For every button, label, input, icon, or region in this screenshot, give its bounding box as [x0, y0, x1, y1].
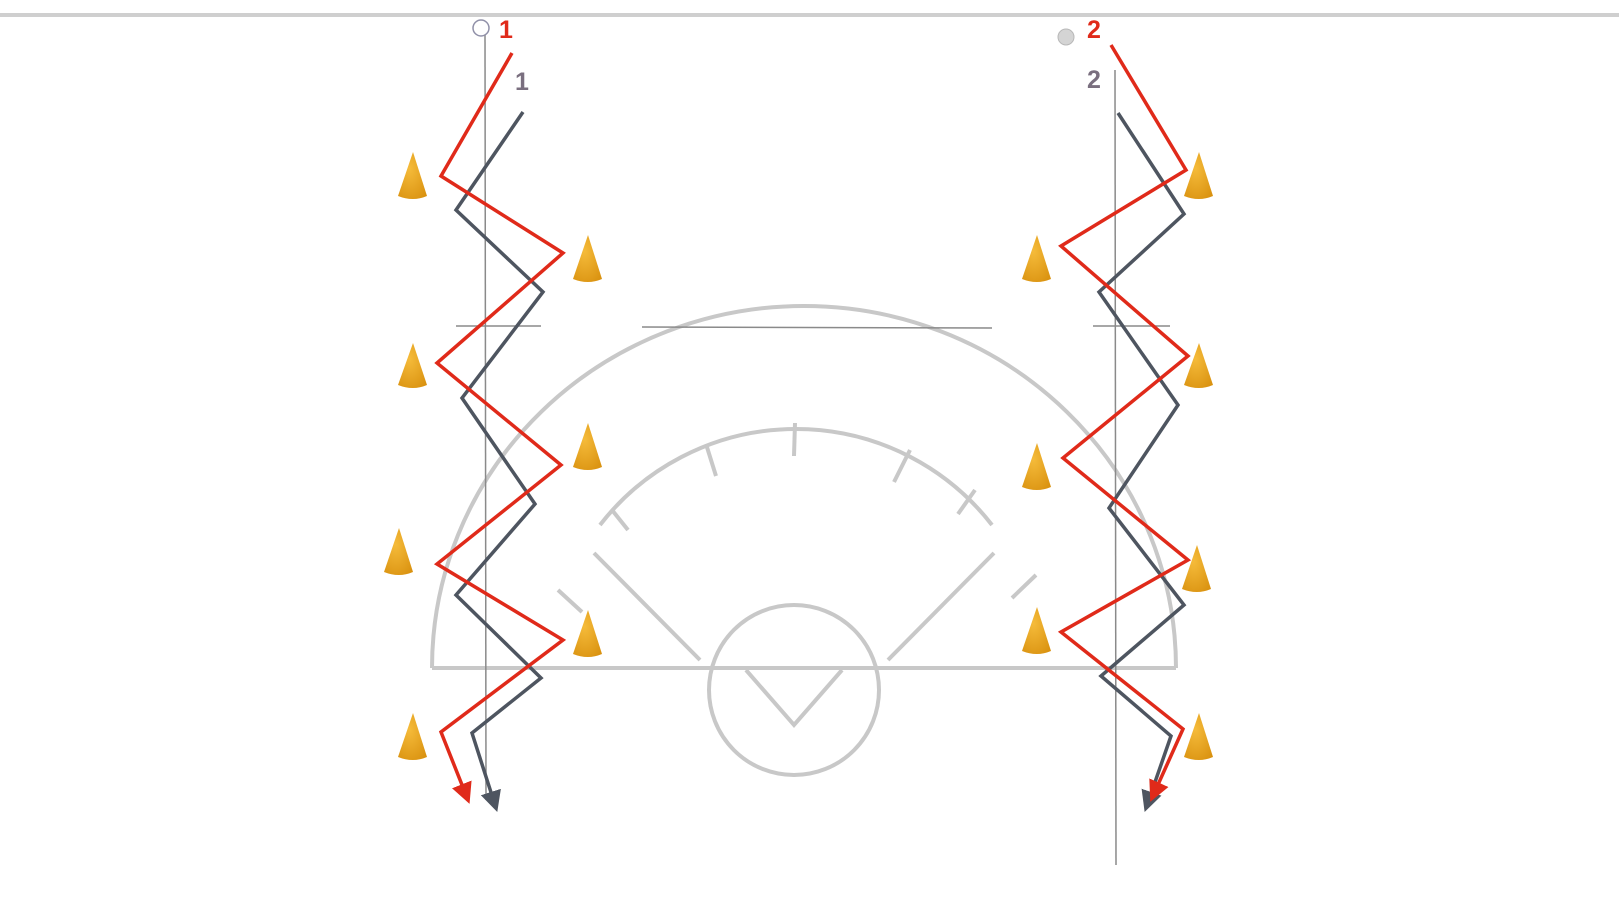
- right-red-player-label: 2: [1087, 16, 1101, 44]
- cone-icon: [398, 713, 427, 760]
- cone-icon: [573, 610, 602, 657]
- cones: [384, 152, 1213, 760]
- arc-tick-marks: [610, 422, 977, 532]
- left-dark-path: [453, 111, 546, 813]
- arc-tick: [704, 443, 718, 477]
- inner-right-diagonal: [886, 551, 996, 662]
- cone-icon: [573, 235, 602, 282]
- cone-icon: [1022, 443, 1051, 490]
- inner-left-diagonal: [592, 551, 702, 662]
- player-paths: [433, 44, 1192, 813]
- guide-lines: [456, 29, 1170, 866]
- right-vertical-guide: [1114, 69, 1117, 866]
- cone-icon: [1184, 152, 1213, 199]
- right-lane-cones: [1022, 152, 1213, 760]
- cone-icon: [384, 528, 413, 575]
- player-markers: 1 1 2 2: [472, 16, 1101, 96]
- arc-tick: [956, 488, 977, 516]
- left-red-path: [433, 52, 567, 804]
- cone-icon: [1022, 235, 1051, 282]
- arc-tick: [892, 449, 912, 483]
- cone-icon: [573, 423, 602, 470]
- cone-icon: [398, 152, 427, 199]
- left-red-player-label: 1: [499, 16, 513, 44]
- right-side-diagonal: [1010, 573, 1038, 600]
- arc-tick: [792, 422, 797, 457]
- cone-icon: [1022, 607, 1051, 654]
- left-lane-cones: [384, 152, 602, 760]
- cone-icon: [1184, 343, 1213, 388]
- cone-icon: [1184, 713, 1213, 760]
- outer-arc: [430, 304, 1178, 669]
- right-grey-player-label: 2: [1087, 66, 1101, 94]
- left-vertical-guide: [484, 29, 487, 801]
- center-circle: [707, 603, 881, 777]
- right-red-path: [1057, 44, 1192, 802]
- center-chevron: [744, 668, 844, 729]
- arc-tick: [610, 508, 630, 532]
- right-dark-path: [1096, 112, 1187, 812]
- player-marker-icon: [472, 19, 490, 37]
- field-markings: [430, 304, 1178, 777]
- player-marker-icon: [1057, 28, 1075, 46]
- left-side-diagonal: [556, 588, 584, 614]
- center-horizontal-guide: [641, 326, 993, 329]
- cone-icon: [398, 343, 427, 388]
- left-grey-player-label: 1: [515, 68, 529, 96]
- cone-icon: [1182, 545, 1211, 592]
